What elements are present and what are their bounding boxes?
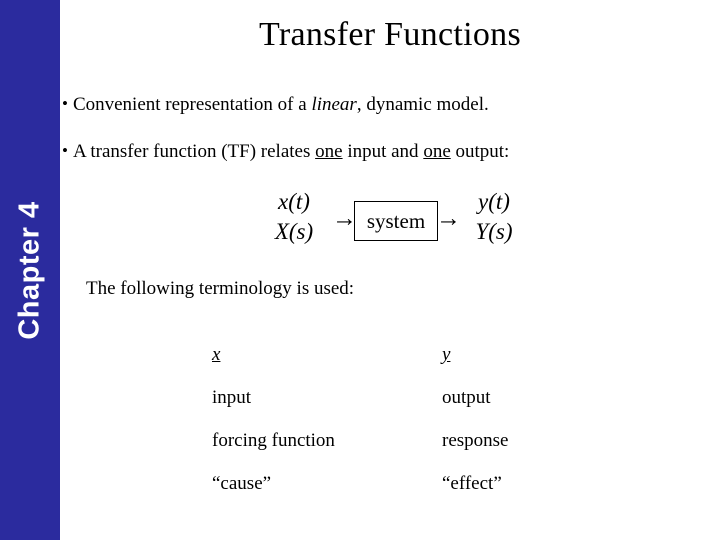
table-cell-x-2: forcing function: [212, 430, 335, 451]
table-row-header: x y: [212, 344, 612, 387]
page-title: Transfer Functions: [259, 16, 521, 53]
table-cell-x-3: “cause”: [212, 473, 272, 494]
bullet-marker-icon: •: [62, 94, 68, 113]
table-header-y: y: [442, 344, 451, 365]
bullet-item-2: •A transfer function (TF) relates one in…: [62, 139, 509, 164]
chapter-label-text: Chapter 4: [13, 200, 46, 340]
table-cell-y-3: “effect”: [442, 473, 502, 494]
bullet-2-text-before: A transfer function (TF) relates: [72, 141, 316, 162]
output-time-domain: y(t): [478, 189, 510, 214]
table-cell-y-1: output: [442, 387, 491, 408]
bullet-item-1: •Convenient representation of a linear, …: [62, 92, 489, 117]
bullet-marker-icon: •: [62, 141, 68, 160]
chapter-sidebar-label: Chapter 4: [0, 0, 60, 540]
bullet-1-emphasis: linear: [311, 94, 357, 115]
output-fraction: y(t) Y(s): [456, 190, 532, 243]
table-row: forcing function response: [212, 430, 612, 473]
bullet-2-text-middle: input and: [342, 141, 424, 162]
table-row: “cause” “effect”: [212, 473, 612, 516]
transfer-function-diagram: x(t) X(s) → system → y(t) Y(s): [258, 184, 528, 258]
table-cell-y-2: response: [442, 430, 509, 451]
bullet-2-underline-1: one: [315, 141, 343, 162]
arrow-right-icon: →: [332, 205, 357, 232]
bullet-2-underline-2: one: [423, 141, 451, 162]
input-time-domain: x(t): [278, 189, 310, 214]
input-laplace-domain: X(s): [274, 219, 314, 244]
bullet-1-text-after: , dynamic model.: [356, 94, 489, 115]
terminology-table: x y input output forcing function respon…: [212, 344, 612, 516]
chapter-sidebar-band: [0, 0, 60, 540]
arrow-right-icon: →: [436, 205, 461, 232]
bullet-2-text-after: output:: [450, 141, 510, 162]
system-block: system: [354, 201, 438, 241]
table-cell-x-1: input: [212, 387, 252, 408]
table-header-x: x: [212, 344, 221, 365]
input-fraction: x(t) X(s): [258, 190, 330, 243]
output-laplace-domain: Y(s): [475, 219, 513, 244]
terminology-intro: The following terminology is used:: [86, 278, 355, 299]
table-row: input output: [212, 387, 612, 430]
bullet-1-text-before: Convenient representation of a: [72, 94, 312, 115]
